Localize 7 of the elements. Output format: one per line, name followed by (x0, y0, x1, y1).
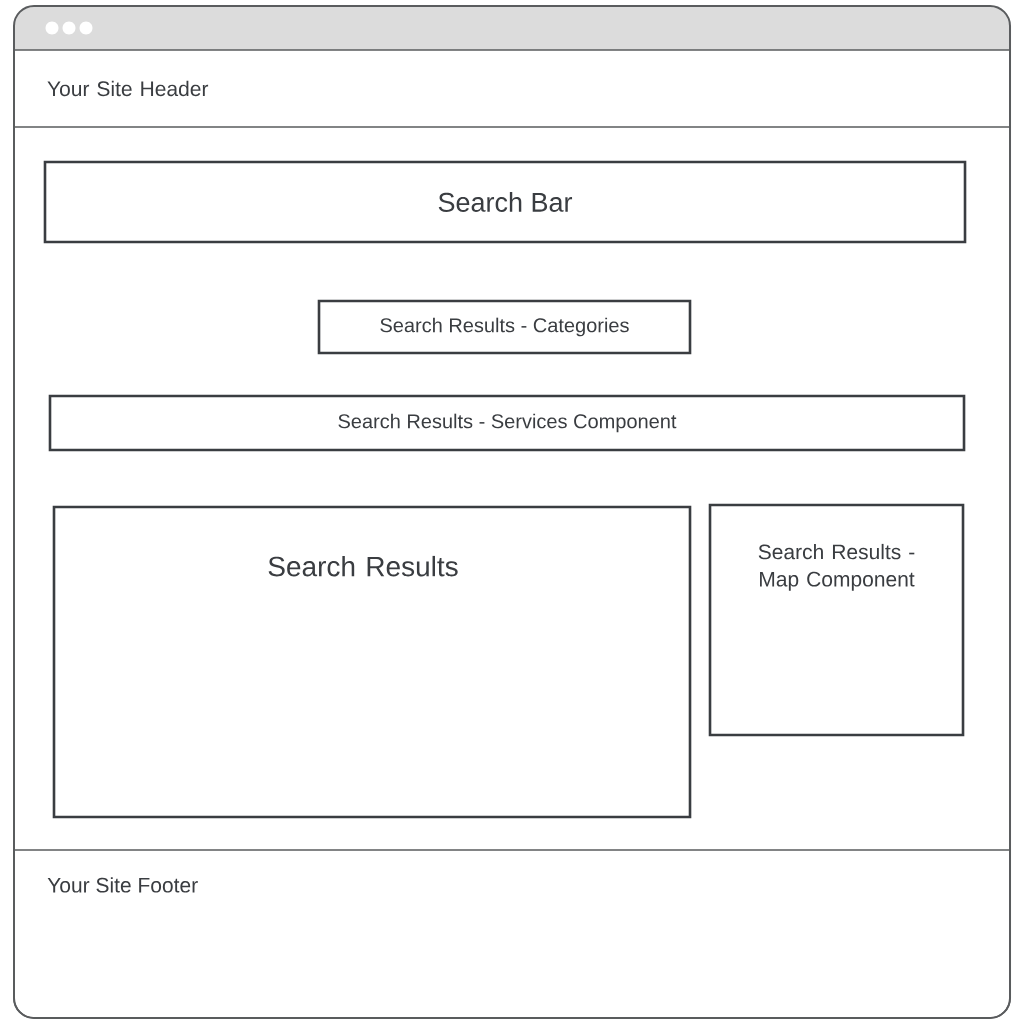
component-box: Search Results - Services Component (48, 394, 966, 452)
header-band: Your Site Header (13, 49, 1011, 128)
footer-band: Your Site Footer (13, 849, 1011, 1019)
map-panel: Search Results - Map Component (708, 503, 965, 737)
search-bar: Search Bar (43, 160, 967, 244)
component-box: Search Results - Categories (317, 299, 692, 355)
results-panel: Search Results (52, 505, 692, 819)
